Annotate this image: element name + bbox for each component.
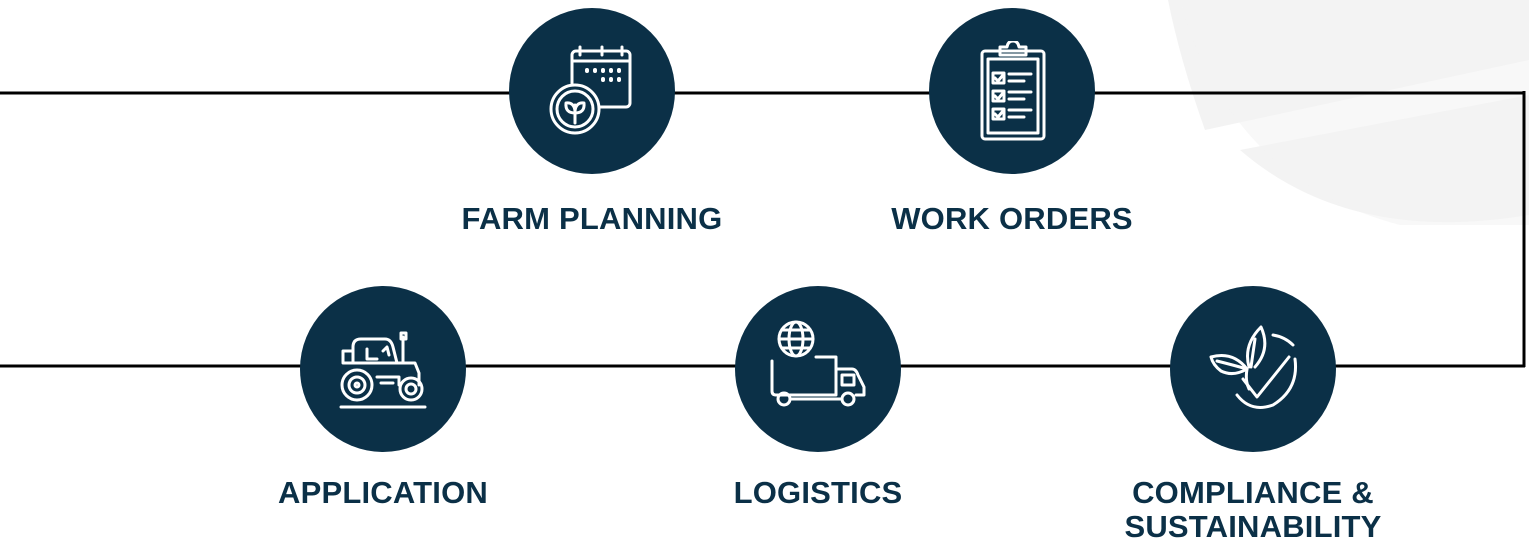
step-application <box>300 286 466 452</box>
clipboard-checklist-icon <box>980 41 1046 141</box>
step-circle <box>300 286 466 452</box>
step-circle <box>929 8 1095 174</box>
step-label-work-orders: WORK ORDERS <box>891 201 1133 236</box>
leaf-check-icon <box>1209 325 1298 409</box>
step-label-application: APPLICATION <box>277 475 488 510</box>
step-circle <box>1170 286 1336 452</box>
calendar-plant-icon <box>549 45 632 135</box>
step-compliance <box>1170 286 1336 452</box>
step-work-orders <box>929 8 1095 174</box>
step-label-logistics: LOGISTICS <box>733 475 903 510</box>
globe-truck-icon <box>770 320 866 407</box>
step-circle <box>735 286 901 452</box>
step-logistics <box>735 286 901 452</box>
step-farm-planning <box>509 8 675 174</box>
tractor-icon <box>339 331 427 409</box>
step-label-farm-planning: FARM PLANNING <box>461 201 723 236</box>
step-circle <box>509 8 675 174</box>
step-label-compliance: COMPLIANCE & SUSTAINABILITY <box>1124 475 1382 544</box>
